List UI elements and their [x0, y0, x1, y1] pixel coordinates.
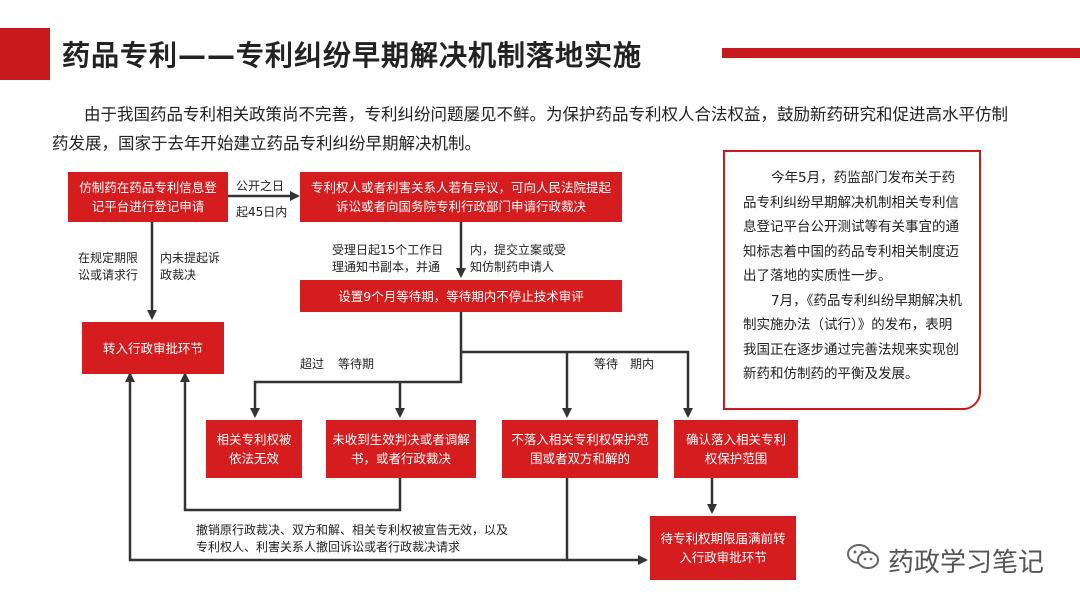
box-expire-transfer: 待专利权期限届满前转入行政审批环节: [650, 516, 796, 580]
box-in-scope: 确认落入相关专利权保护范围: [674, 420, 798, 478]
arrow-over-to-invalid: [250, 352, 463, 418]
label-over-2: 等待期: [338, 357, 375, 371]
box-transfer-admin: 转入行政审批环节: [82, 322, 224, 374]
label-over-1: 超过: [300, 357, 325, 371]
label-within-2: 期内: [630, 357, 655, 371]
intro-paragraph: 由于我国药品专利相关政策尚不完善，专利纠纷问题屡见不鲜。为保护药品专利权人合法权…: [52, 105, 1008, 153]
note-box: 今年5月，药监部门发布关于药品专利纠纷早期解决机制相关专利信息登记平台公开测试等…: [723, 150, 981, 410]
arrow-resolve-to-transfer: [125, 372, 569, 562]
title-accent-block: [0, 28, 50, 80]
label-within-1: 等待: [594, 357, 619, 371]
label-accept-4: 知仿制药申请人: [470, 260, 555, 274]
box-objection: 专利权人或者利害关系人若有异议，可向人民法院提起诉讼或者向国务院专利行政部门申请…: [300, 172, 622, 222]
note-paragraph-2: 7月，《药品专利纠纷早期解决机制实施办法（试行）》的发布，表明我国正在逐步通过完…: [743, 292, 962, 383]
box-no-judgment: 未收到生效判决或者调解书，或者行政裁决: [326, 420, 476, 478]
label-accept-1: 受理日起15个工作日: [332, 243, 444, 257]
watermark-text: 药政学习笔记: [888, 548, 1045, 578]
box-not-in-scope: 不落入相关专利权保护范围或者双方和解的: [502, 420, 658, 478]
label-no-suit-4: 政裁决: [160, 268, 197, 282]
label-publish-1: 公开之日: [236, 179, 285, 193]
box-register: 仿制药在药品专利信息登记平台进行登记申请: [68, 172, 228, 222]
label-accept-3: 理通知书副本，并通: [332, 260, 441, 274]
note-paragraph-1: 今年5月，药监部门发布关于药品专利纠纷早期解决机制相关专利信息登记平台公开测试等…: [743, 170, 959, 284]
label-revoke-2: 专利权人、利害关系人撤回诉讼或者行政裁决请求: [196, 540, 461, 554]
wechat-icon: [846, 543, 880, 578]
title-rule: [722, 48, 1080, 58]
box-patent-invalid: 相关专利权被依法无效: [206, 420, 302, 478]
watermark: 药政学习笔记: [846, 542, 1044, 579]
label-revoke-1: 撤销原行政裁决、双方和解、相关专利权被宣告无效，以及: [196, 523, 509, 537]
box-wait-period: 设置9个月等待期，等待期内不停止技术审评: [300, 280, 622, 312]
label-no-suit-2: 内未提起诉: [160, 251, 221, 265]
label-accept-2: 内，提交立案或受: [470, 243, 567, 257]
label-no-suit-1: 在规定期限: [78, 251, 139, 265]
page-title: 药品专利——专利纠纷早期解决机制落地实施: [62, 39, 643, 72]
arrow-within-to-in-scope: [461, 350, 693, 418]
label-no-suit-3: 讼或请求行: [78, 268, 139, 282]
label-publish-2: 起45日内: [236, 205, 288, 219]
arrow-no-judgment-to-transfer: [180, 372, 402, 512]
